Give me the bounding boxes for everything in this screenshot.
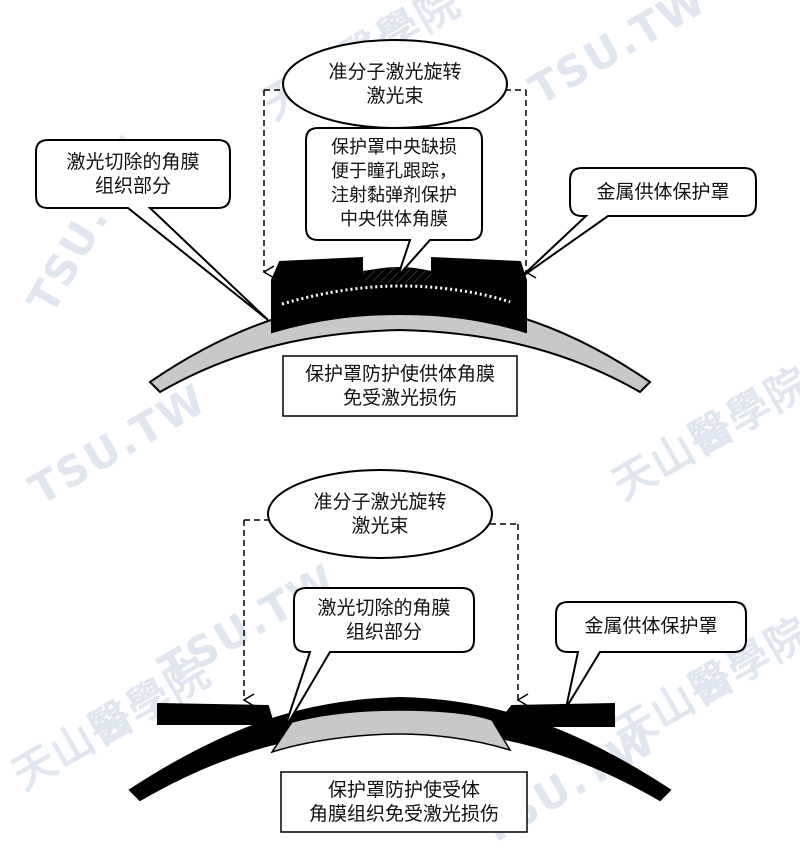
bottom-beam-label: 准分子激光旋转 激光束 xyxy=(313,491,447,537)
bottom-shield-right xyxy=(502,702,615,727)
top-shield-highlight xyxy=(281,284,511,306)
top-ablated-label: 激光切除的角膜 组织部分 xyxy=(66,151,200,197)
top-center-note-box xyxy=(305,127,483,277)
bottom-caption-box xyxy=(280,771,528,833)
top-caption: 保护罩防护使供体角膜 免受激光损伤 xyxy=(304,363,495,409)
bottom-shield-left xyxy=(157,702,274,725)
top-central-defect xyxy=(361,267,433,285)
top-beam-label: 准分子激光旋转 激光束 xyxy=(328,61,462,107)
bottom-ablated-label: 激光切除的角膜 组织部分 xyxy=(317,597,451,643)
bottom-shield-box xyxy=(555,601,747,709)
bottom-panel xyxy=(128,469,747,833)
top-caption-box xyxy=(282,355,518,417)
top-shield-box xyxy=(519,167,757,279)
top-ablated-box xyxy=(35,139,269,321)
top-center-note-label: 保护罩中央缺损 便于瞳孔跟踪， 注射黏弹剂保护 中央供体角膜 xyxy=(331,137,457,230)
bottom-ablated-box xyxy=(283,587,475,731)
bottom-shield-label: 金属供体保护罩 xyxy=(584,615,718,637)
top-shield-label: 金属供体保护罩 xyxy=(596,181,730,203)
bottom-caption: 保护罩防护使受体 角膜组织免受激光损伤 xyxy=(308,779,499,825)
top-panel xyxy=(35,39,757,417)
bottom-beam-ellipse xyxy=(267,469,493,559)
bottom-ablated-tissue xyxy=(270,709,512,754)
